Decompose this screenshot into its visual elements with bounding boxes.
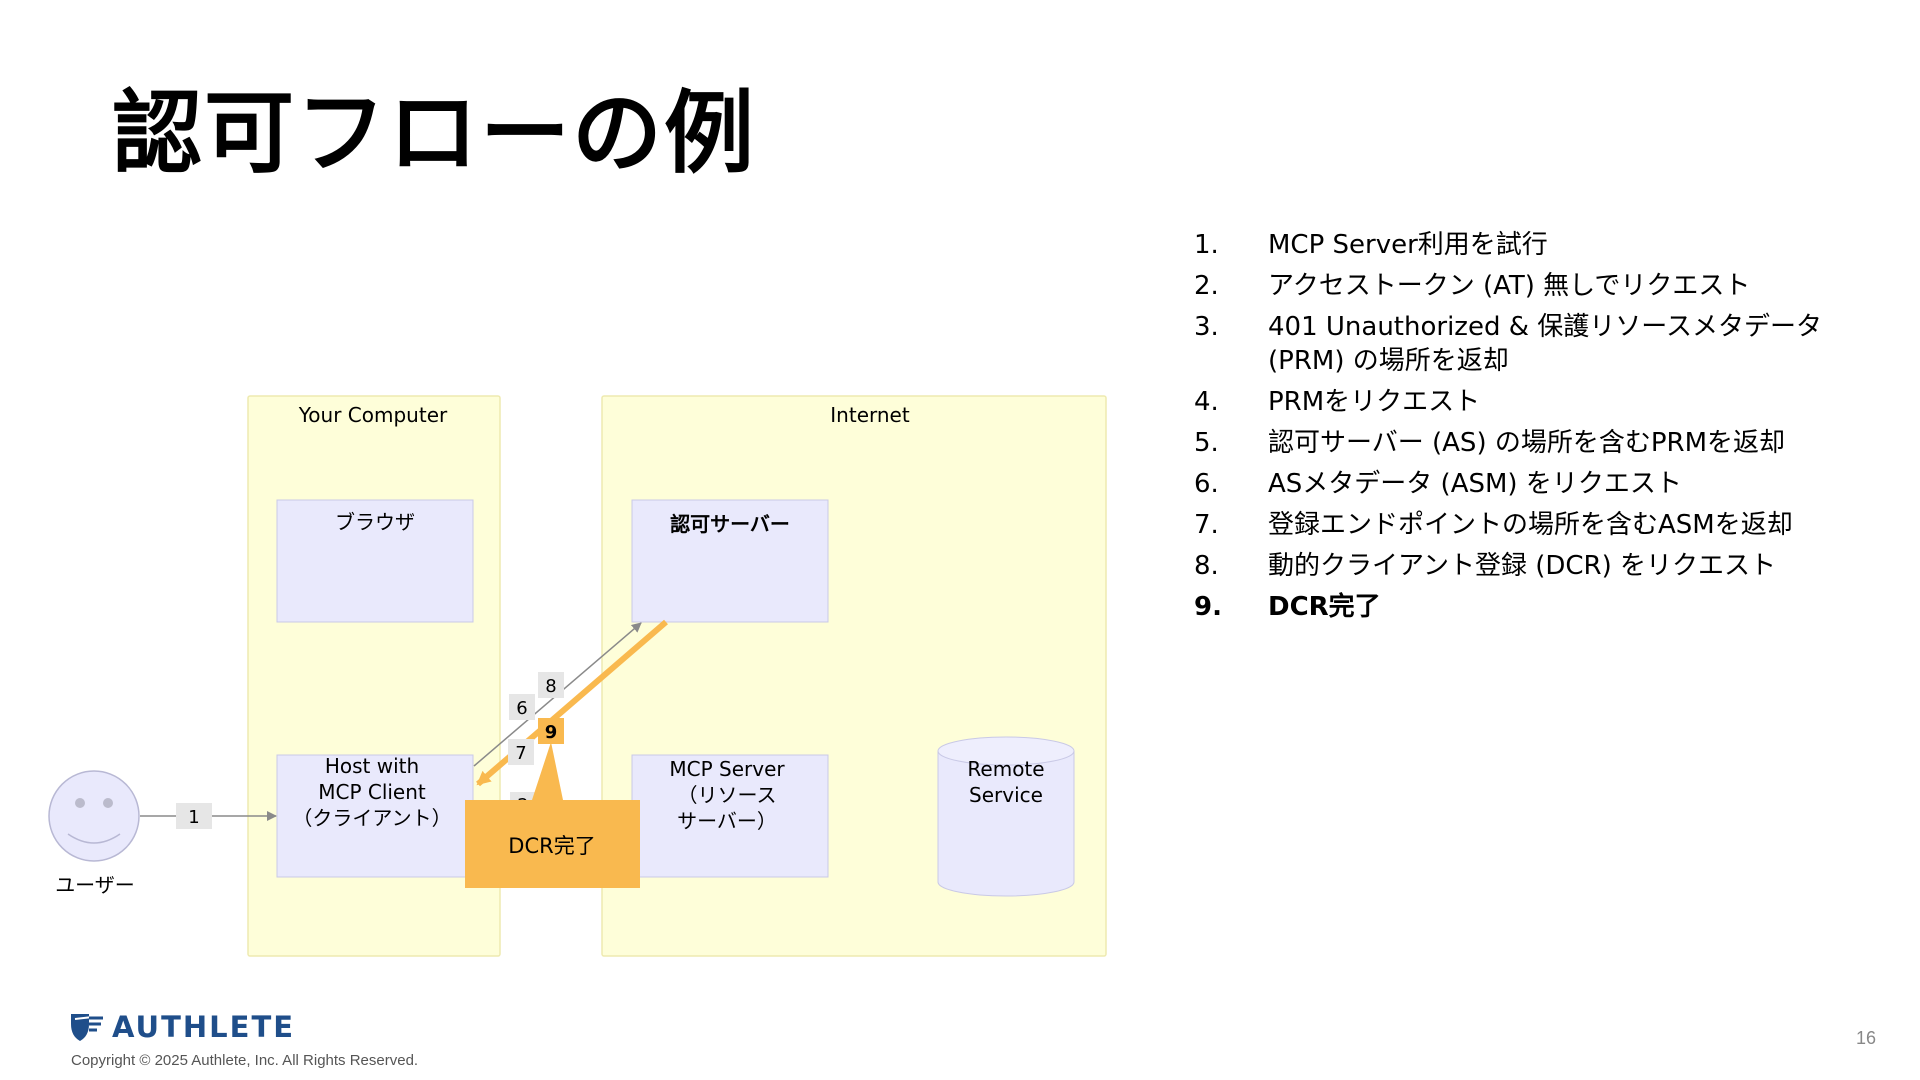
browser-label: ブラウザ (335, 510, 415, 534)
step-number: 6. (1194, 469, 1219, 499)
auth-server-label: 認可サーバー (670, 512, 790, 536)
step-item: 3. 401 Unauthorized & 保護リソースメタデータ (PRM) … (1194, 310, 1834, 378)
user-label: ユーザー (55, 873, 135, 897)
remote-service-label-line2: Service (969, 783, 1043, 807)
mcp-server-node (631, 754, 829, 878)
step-6-label: 6 (516, 698, 527, 719)
step-text: ASメタデータ (ASM) をリクエスト (1268, 469, 1682, 499)
your-computer-label: Your Computer (298, 403, 448, 427)
mcp-server-label-line2: （リソース (678, 783, 777, 807)
step-text: DCR完了 (1268, 592, 1381, 622)
step-text: 登録エンドポイントの場所を含むASMを返却 (1268, 510, 1793, 540)
step-item: 7. 登録エンドポイントの場所を含むASMを返却 (1194, 508, 1834, 542)
authlete-logo-text: AUTHLETE (112, 1010, 296, 1044)
step-1-badge (176, 803, 212, 829)
step-number: 4. (1194, 387, 1219, 417)
step-1-label: 1 (188, 807, 199, 828)
step-7-badge (508, 739, 534, 765)
remote-service-label-line1: Remote (967, 757, 1044, 781)
step-text: アクセストークン (AT) 無しでリクエスト (1268, 271, 1751, 301)
step-7-label: 7 (515, 743, 526, 764)
user-face-icon (48, 770, 140, 862)
client-label-line3: （クライアント） (292, 806, 451, 830)
step-text: 動的クライアント登録 (DCR) をリクエスト (1268, 551, 1777, 581)
step-8-label: 8 (545, 676, 556, 697)
step-item: 2. アクセストークン (AT) 無しでリクエスト (1194, 269, 1834, 303)
remote-service-node (937, 736, 1075, 897)
authlete-wings-icon (71, 1014, 105, 1041)
step-8-badge (538, 672, 564, 698)
step-item: 6. ASメタデータ (ASM) をリクエスト (1194, 467, 1834, 501)
step-text: 認可サーバー (AS) の場所を含むPRMを返却 (1268, 428, 1786, 458)
auth-server-node (631, 499, 829, 623)
step-item: 5. 認可サーバー (AS) の場所を含むPRMを返却 (1194, 426, 1834, 460)
step-text: PRMをリクエスト (1268, 387, 1481, 417)
internet-label: Internet (830, 403, 910, 427)
mcp-server-label-line1: MCP Server (669, 757, 785, 781)
step-number: 3. (1194, 312, 1219, 342)
slide-title: 認可フローの例 (112, 81, 756, 186)
step-number: 5. (1194, 428, 1219, 458)
dcr-complete-callout-label: DCR完了 (508, 834, 595, 858)
step-item-current: 9. DCR完了 (1194, 590, 1834, 624)
browser-node (276, 499, 474, 623)
step-number: 8. (1194, 551, 1219, 581)
step-6-badge (509, 694, 535, 720)
copyright-notice: Copyright © 2025 Authlete, Inc. All Righ… (71, 1052, 419, 1069)
step-number: 2. (1194, 271, 1219, 301)
client-label-line1: Host with (325, 754, 419, 778)
step-text: 401 Unauthorized & 保護リソースメタデータ (PRM) の場所… (1268, 312, 1822, 376)
client-label-line2: MCP Client (318, 780, 426, 804)
client-node (276, 754, 474, 878)
dcr-complete-callout (465, 742, 640, 888)
flow-steps-list: 1. MCP Server利用を試行 2. アクセストークン (AT) 無しでリ… (1194, 228, 1834, 631)
step-item: 8. 動的クライアント登録 (DCR) をリクエスト (1194, 549, 1834, 583)
step-9-label: 9 (545, 722, 558, 743)
step-item: 4. PRMをリクエスト (1194, 385, 1834, 419)
mcp-server-label-line3: サーバー） (677, 809, 777, 833)
step-9-badge (538, 718, 564, 744)
step-number: 1. (1194, 230, 1219, 260)
authlete-logo: AUTHLETE (68, 1010, 295, 1044)
page-number: 16 (1855, 1028, 1876, 1048)
step-item: 1. MCP Server利用を試行 (1194, 228, 1834, 262)
step-number: 7. (1194, 510, 1219, 540)
step-number: 9. (1194, 592, 1222, 622)
step-text: MCP Server利用を試行 (1268, 230, 1548, 260)
